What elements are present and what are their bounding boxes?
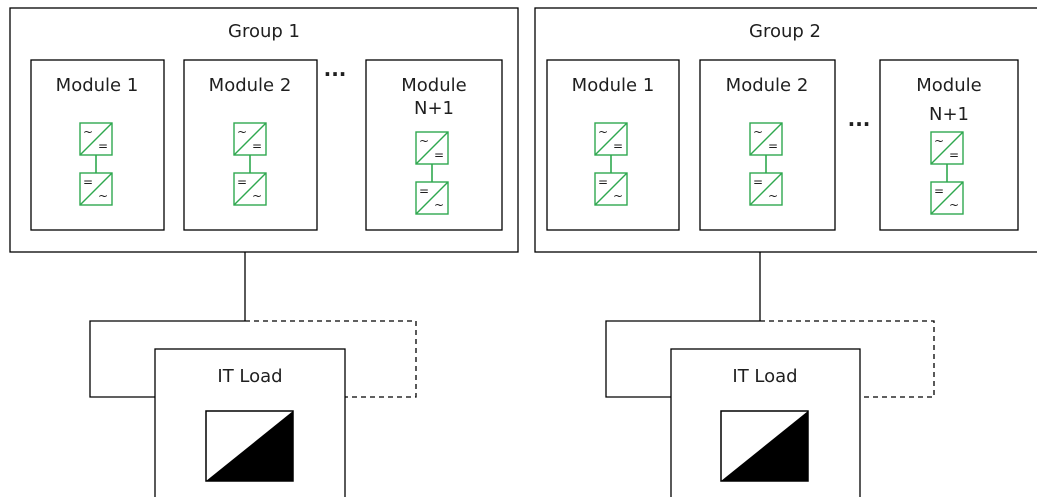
group-box <box>534 7 1037 253</box>
ellipsis: ... <box>848 107 871 131</box>
dc-ac-converter-icon: =~ <box>415 181 449 215</box>
module-label: Module 1 <box>572 75 655 96</box>
group-title: Group 1 <box>228 21 300 42</box>
it-load: IT Load <box>154 348 346 497</box>
dc-ac-converter-icon: =~ <box>594 172 628 206</box>
group-1: Group 1 Module 1 ~= =~ Module 2 ~= =~ ..… <box>9 7 519 497</box>
ellipsis: ... <box>324 57 347 81</box>
svg-text:=: = <box>419 184 429 198</box>
svg-text:=: = <box>252 139 262 153</box>
module-box: Module 2 ~= =~ <box>183 59 318 231</box>
output-bus <box>605 252 935 398</box>
svg-text:=: = <box>753 175 763 189</box>
it-load-icon <box>205 410 294 482</box>
it-load-label: IT Load <box>732 366 797 387</box>
module-label: Module 1 <box>56 75 139 96</box>
output-bus <box>89 252 417 398</box>
ac-dc-converter-icon: ~= <box>233 122 267 173</box>
dc-ac-converter-icon: =~ <box>233 172 267 206</box>
module-label: Module <box>401 75 466 96</box>
ac-dc-converter-icon: ~= <box>415 131 449 182</box>
svg-text:=: = <box>98 139 108 153</box>
svg-text:=: = <box>598 175 608 189</box>
it-load-icon <box>720 410 809 482</box>
svg-text:=: = <box>949 148 959 162</box>
module-box: Module N+1 ~= =~ <box>365 59 503 231</box>
dc-ac-converter-icon: =~ <box>930 181 964 215</box>
converter-pair: ~= =~ <box>79 122 113 206</box>
module-box: Module 1 ~= =~ <box>30 59 165 231</box>
converter-pair: ~= =~ <box>930 131 964 215</box>
module-label: N+1 <box>929 104 969 125</box>
group-2: Group 2 Module 1 ~= =~ Module 2 ~= =~ ..… <box>534 7 1037 497</box>
module-label: N+1 <box>414 98 454 119</box>
group-box <box>9 7 519 253</box>
svg-text:~: ~ <box>83 125 93 139</box>
svg-text:~: ~ <box>434 198 444 212</box>
ac-dc-converter-icon: ~= <box>749 122 783 173</box>
svg-text:~: ~ <box>934 134 944 148</box>
converter-pair: ~= =~ <box>594 122 628 206</box>
svg-text:=: = <box>83 175 93 189</box>
ac-dc-converter-icon: ~= <box>79 122 113 173</box>
svg-text:~: ~ <box>753 125 763 139</box>
svg-text:~: ~ <box>613 189 623 203</box>
svg-text:~: ~ <box>98 189 108 203</box>
dc-ac-converter-icon: =~ <box>749 172 783 206</box>
svg-text:~: ~ <box>252 189 262 203</box>
module-box: Module 1 ~= =~ <box>546 59 680 231</box>
converter-pair: ~= =~ <box>233 122 267 206</box>
svg-text:=: = <box>768 139 778 153</box>
module-box: Module 2 ~= =~ <box>699 59 836 231</box>
svg-text:~: ~ <box>768 189 778 203</box>
it-load: IT Load <box>670 348 861 497</box>
converter-pair: ~= =~ <box>749 122 783 206</box>
module-label: Module 2 <box>726 75 809 96</box>
module-box: Module N+1 ~= =~ <box>879 59 1019 231</box>
module-label: Module 2 <box>209 75 292 96</box>
svg-text:~: ~ <box>419 134 429 148</box>
ac-dc-converter-icon: ~= <box>594 122 628 173</box>
svg-text:=: = <box>934 184 944 198</box>
svg-text:~: ~ <box>598 125 608 139</box>
svg-text:=: = <box>613 139 623 153</box>
svg-text:~: ~ <box>237 125 247 139</box>
module-label: Module <box>916 75 981 96</box>
group-title: Group 2 <box>749 21 821 42</box>
it-load-label: IT Load <box>217 366 282 387</box>
ac-dc-converter-icon: ~= <box>930 131 964 182</box>
svg-text:~: ~ <box>949 198 959 212</box>
svg-text:=: = <box>434 148 444 162</box>
svg-text:=: = <box>237 175 247 189</box>
dc-ac-converter-icon: =~ <box>79 172 113 206</box>
converter-pair: ~= =~ <box>415 131 449 215</box>
